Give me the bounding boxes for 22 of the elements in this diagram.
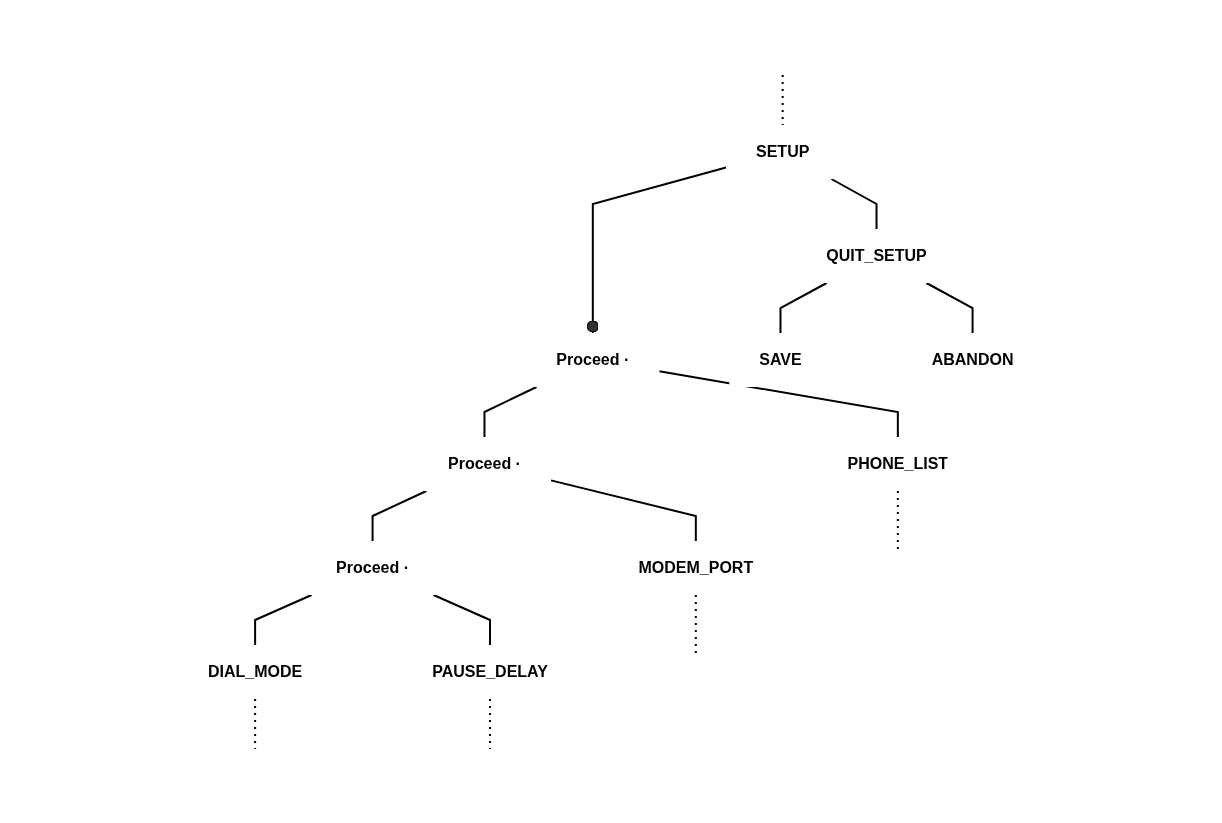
node-text: ABANDON	[931, 350, 1014, 368]
connector	[432, 593, 492, 646]
connector	[925, 281, 974, 334]
connector	[830, 177, 878, 230]
node-text: Proceed ·	[448, 454, 522, 472]
node-text: MODEM_PORT	[638, 558, 754, 576]
node-text: SETUP	[756, 142, 810, 160]
connector	[550, 478, 698, 542]
connector	[371, 489, 428, 542]
connector	[489, 697, 492, 750]
node-text: DIAL_MODE	[208, 662, 303, 680]
node-text: PAUSE_DELAY	[432, 662, 549, 680]
node-text: Proceed ·	[336, 558, 410, 576]
connector	[254, 697, 257, 750]
connector	[658, 369, 900, 438]
connector	[779, 281, 828, 334]
connector	[587, 166, 728, 334]
node-text: PHONE_LIST	[847, 454, 949, 472]
node-text: QUIT_SETUP	[826, 246, 928, 264]
connector	[483, 385, 538, 438]
connector	[254, 593, 313, 646]
node-text: Proceed ·	[556, 350, 630, 368]
